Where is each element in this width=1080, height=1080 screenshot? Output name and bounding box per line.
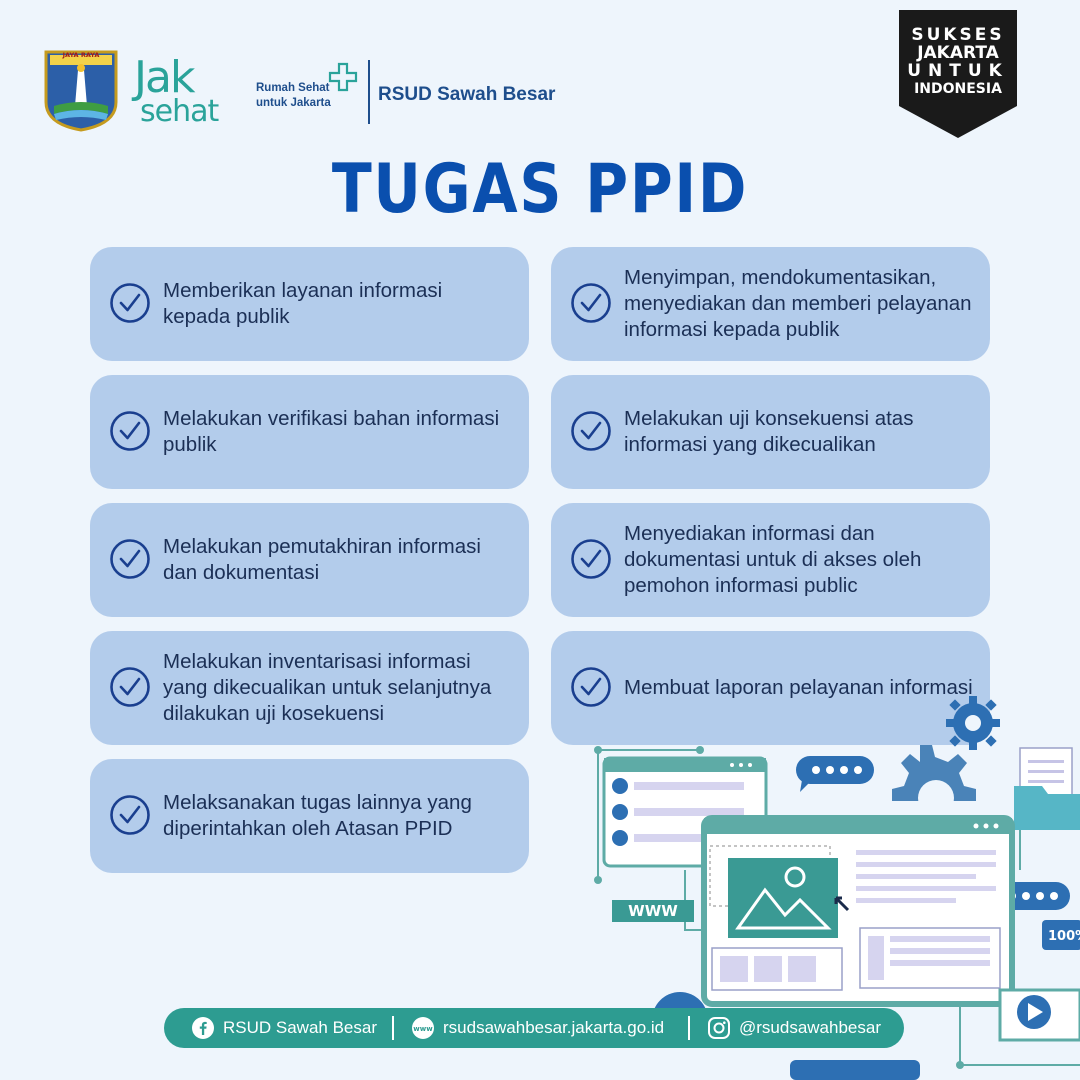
task-card-left-1: Memberikan layanan informasi kepada publ…: [90, 247, 529, 361]
footer-facebook-label: RSUD Sawah Besar: [223, 1018, 378, 1037]
play-button-icon: [998, 988, 1080, 1042]
footer-divider: [392, 1016, 394, 1040]
sehat-word: sehat: [140, 94, 219, 129]
task-text: Melakukan inventarisasi informasi yang d…: [163, 650, 492, 725]
task-text: Menyimpan, mendokumentasikan, menyediaka…: [624, 266, 972, 341]
task-card-right-4: Membuat laporan pelayanan informasi: [551, 631, 990, 745]
folder-icon: [1014, 786, 1080, 830]
footer-instagram[interactable]: @rsudsawahbesar: [708, 1008, 881, 1048]
small-gear-icon: [946, 696, 1000, 750]
sukses-jakarta-badge: SUKSES JAKARTA UNTUK INDONESIA: [899, 10, 1017, 138]
footer-facebook[interactable]: RSUD Sawah Besar: [192, 1008, 377, 1048]
rumah-sehat-logo: Rumah Sehat untuk Jakarta: [256, 62, 368, 118]
check-circle-icon: [571, 539, 611, 579]
task-card-right-2: Melakukan uji konsekuensi atas informasi…: [551, 375, 990, 489]
page-title: TUGAS PPID: [331, 150, 749, 229]
crest-label: JAYA RAYA: [62, 51, 100, 59]
www-badge: WWW: [612, 900, 694, 922]
jakarta-crest-logo: [44, 50, 118, 132]
rumah-line1: Rumah Sehat: [256, 82, 330, 94]
jak-word: Jak: [134, 52, 195, 103]
footer-bar: RSUD Sawah Besar www rsudsawahbesar.jaka…: [164, 1008, 904, 1048]
task-card-left-5: Melaksanakan tugas lainnya yang diperint…: [90, 759, 529, 873]
task-text: Memberikan layanan informasi kepada publ…: [163, 279, 443, 328]
rsud-name: RSUD Sawah Besar: [378, 84, 556, 105]
check-circle-icon: [110, 667, 150, 707]
footer-divider: [688, 1016, 690, 1040]
svg-text:www: www: [413, 1025, 433, 1033]
plus-cross-icon: [328, 62, 358, 92]
chat-bubble-icon: [796, 756, 874, 792]
rumah-line2: untuk Jakarta: [256, 97, 331, 109]
sukses-text: SUKSES JAKARTA UNTUK INDONESIA: [899, 26, 1017, 98]
header-logos: JAYA RAYA Jak sehat Rumah Sehat untuk Ja…: [0, 0, 1080, 150]
sukses-line-2: JAKARTA: [917, 43, 999, 63]
decor-bar: [790, 1060, 920, 1080]
facebook-icon: [192, 1017, 214, 1039]
footer-website[interactable]: www rsudsawahbesar.jakarta.go.id: [412, 1008, 664, 1048]
task-card-left-3: Melakukan pemutakhiran informasi dan dok…: [90, 503, 529, 617]
logo-divider: [368, 60, 370, 124]
check-circle-icon: [110, 539, 150, 579]
task-card-right-1: Menyimpan, mendokumentasikan, menyediaka…: [551, 247, 990, 361]
check-circle-icon: [571, 283, 611, 323]
task-text: Melakukan uji konsekuensi atas informasi…: [624, 407, 914, 456]
large-gear-icon: [892, 745, 976, 816]
globe-icon: www: [412, 1017, 434, 1039]
task-text: Menyediakan informasi dan dokumentasi un…: [624, 522, 922, 597]
task-text: Melakukan pemutakhiran informasi dan dok…: [163, 535, 481, 584]
sukses-line-1: SUKSES: [911, 25, 1005, 45]
task-card-left-4: Melakukan inventarisasi informasi yang d…: [90, 631, 529, 745]
www-label: WWW: [628, 902, 678, 920]
task-text: Melaksanakan tugas lainnya yang diperint…: [163, 791, 472, 840]
check-circle-icon: [571, 667, 611, 707]
percent-badge: 100%: [1042, 920, 1080, 950]
check-circle-icon: [571, 411, 611, 451]
sukses-line-3: UNTUK: [907, 61, 1009, 81]
percent-label: 100%: [1048, 929, 1080, 944]
footer-instagram-label: @rsudsawahbesar: [739, 1018, 881, 1037]
badge-shape: [899, 10, 1017, 138]
task-text: Membuat laporan pelayanan informasi: [624, 676, 973, 699]
task-text: Melakukan verifikasi bahan informasi pub…: [163, 407, 500, 456]
footer-website-label: rsudsawahbesar.jakarta.go.id: [443, 1018, 665, 1037]
check-circle-icon: [110, 283, 150, 323]
task-card-left-2: Melakukan verifikasi bahan informasi pub…: [90, 375, 529, 489]
sukses-line-4: INDONESIA: [914, 81, 1002, 97]
instagram-icon: [708, 1017, 730, 1039]
check-circle-icon: [110, 411, 150, 451]
task-card-right-3: Menyediakan informasi dan dokumentasi un…: [551, 503, 990, 617]
jak-sehat-logo: Jak sehat: [134, 56, 238, 132]
front-browser-window: [701, 815, 1015, 1007]
check-circle-icon: [110, 795, 150, 835]
